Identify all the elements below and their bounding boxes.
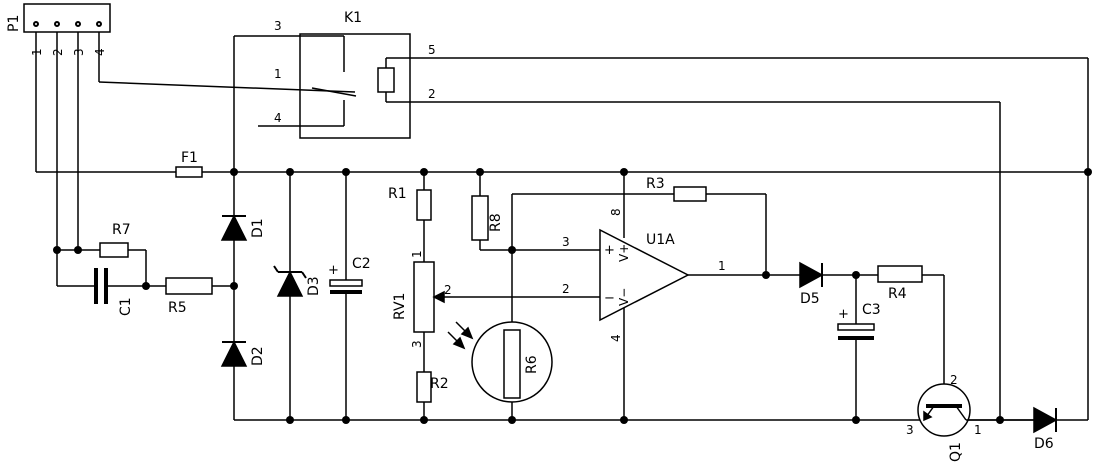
opamp-u1a-pin-3: 3 <box>562 235 570 249</box>
capacitor-c2: + C2 <box>328 172 371 420</box>
zener-diode-d3: D3 <box>273 172 322 420</box>
resistor-r4: R4 <box>877 265 923 302</box>
resistor-r3-label: R3 <box>646 176 665 192</box>
capacitor-c3-label: C3 <box>862 302 881 318</box>
opamp-u1a-vplus: V+ <box>617 244 631 262</box>
resistor-r7-label: R7 <box>112 222 131 238</box>
fuse-f1-label: F1 <box>181 150 198 166</box>
diode-d6: D6 <box>1000 406 1088 452</box>
relay-k1-pin-5: 5 <box>428 43 436 57</box>
opamp-u1a-label: U1A <box>646 232 675 248</box>
photoresistor-r6-label: R6 <box>524 355 540 374</box>
opamp-u1a: U1A 3 2 1 8 4 + − V+ V− <box>562 172 726 420</box>
resistor-r3: R3 <box>646 176 707 202</box>
diode-d2-label: D2 <box>250 346 266 366</box>
wire-p1-4-to-k1 <box>98 81 356 93</box>
opamp-u1a-in-minus: − <box>604 291 615 306</box>
potentiometer-rv1: RV1 1 2 3 <box>392 250 452 348</box>
opamp-u1a-pin-2: 2 <box>562 282 570 296</box>
transistor-q1-pin-3: 3 <box>906 423 914 437</box>
fuse-f1: F1 <box>175 150 203 178</box>
zener-diode-d3-label: D3 <box>306 276 322 296</box>
transistor-q1-pin-2: 2 <box>950 373 958 387</box>
resistor-r5: R5 <box>165 277 234 316</box>
capacitor-c1: C1 <box>56 250 166 316</box>
diode-d5: D5 <box>799 261 824 307</box>
capacitor-c2-plus: + <box>328 263 339 278</box>
opamp-u1a-vminus: V− <box>617 288 631 306</box>
transistor-q1-label: Q1 <box>948 442 964 462</box>
relay-k1-pin-3: 3 <box>274 19 282 33</box>
diode-d1: D1 <box>220 214 266 241</box>
connector-p1-pin-4: 4 <box>93 48 107 56</box>
connector-p1-body <box>23 3 111 33</box>
capacitor-c3-plus: + <box>838 307 849 322</box>
resistor-r8-label: R8 <box>488 213 504 232</box>
photoresistor-r6: R6 <box>447 321 553 403</box>
connector-p1-pin-3: 3 <box>72 48 86 56</box>
potentiometer-rv1-pin-3: 3 <box>410 340 424 348</box>
potentiometer-rv1-pin-2: 2 <box>444 283 452 297</box>
diode-d6-label: D6 <box>1034 436 1054 452</box>
transistor-q1: 2 3 1 Q1 <box>906 373 1000 462</box>
potentiometer-rv1-label: RV1 <box>392 293 408 320</box>
diode-d2: D2 <box>220 340 266 367</box>
capacitor-c1-label: C1 <box>118 297 134 316</box>
relay-k1-pin-2: 2 <box>428 87 436 101</box>
capacitor-c3: + C3 <box>837 275 881 420</box>
relay-k1-pin-4: 4 <box>274 111 282 125</box>
resistor-r8: R8 <box>471 195 504 241</box>
diode-d1-label: D1 <box>250 218 266 238</box>
capacitor-c2-label: C2 <box>352 256 371 272</box>
resistor-r2-label: R2 <box>430 376 449 392</box>
resistor-r1-label: R1 <box>388 186 407 202</box>
diode-d5-label: D5 <box>800 291 820 307</box>
relay-k1-coil <box>377 67 395 93</box>
resistor-r7: R7 <box>57 222 146 258</box>
opamp-u1a-in-plus: + <box>604 243 615 258</box>
connector-p1: P1 1 2 3 4 <box>6 3 111 250</box>
relay-k1-pin-1: 1 <box>274 67 282 81</box>
resistor-r2: R2 <box>416 371 449 403</box>
connector-p1-label: P1 <box>6 15 22 32</box>
potentiometer-rv1-pin-1: 1 <box>410 250 424 258</box>
resistor-r1: R1 <box>388 186 432 221</box>
relay-k1-body <box>299 33 411 139</box>
transistor-q1-pin-1: 1 <box>974 423 982 437</box>
connector-p1-pin-2: 2 <box>51 48 65 56</box>
relay-k1: K1 3 1 4 5 2 <box>233 10 1088 172</box>
connector-p1-pin-1: 1 <box>30 48 44 56</box>
opamp-u1a-pin-4: 4 <box>609 334 623 342</box>
relay-k1-label: K1 <box>344 10 362 26</box>
resistor-r5-label: R5 <box>168 300 187 316</box>
junction-dots <box>53 168 1092 424</box>
opamp-u1a-pin-1: 1 <box>718 259 726 273</box>
resistor-r4-label: R4 <box>888 286 907 302</box>
opamp-u1a-pin-8: 8 <box>609 208 623 216</box>
